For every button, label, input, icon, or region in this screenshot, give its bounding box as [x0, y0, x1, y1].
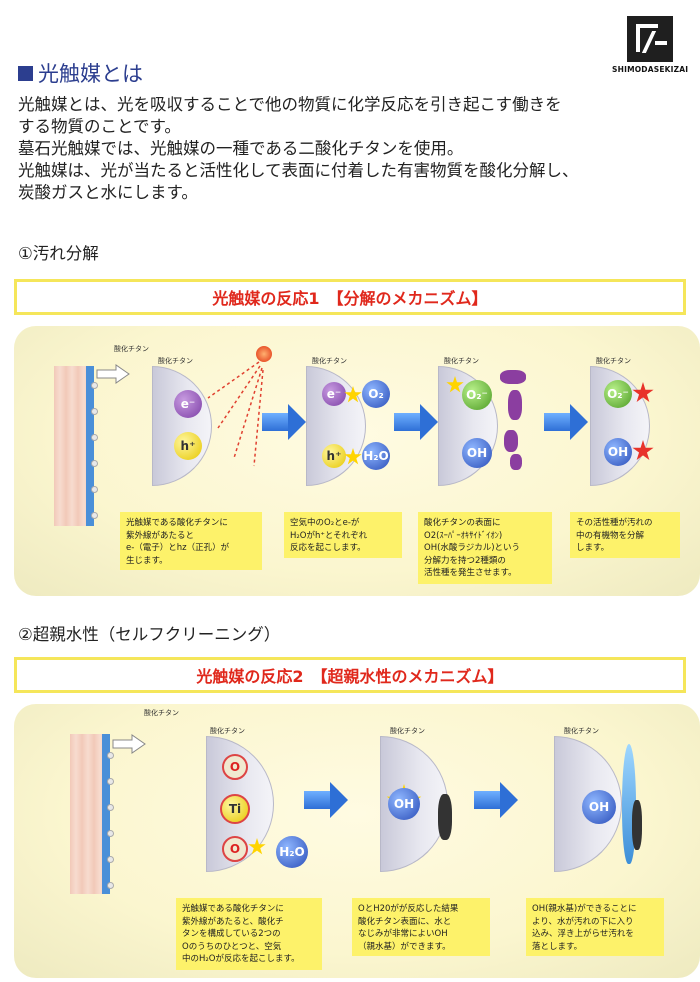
- superoxide-ball: O₂⁻: [462, 380, 492, 410]
- titanium-atom: Ti: [220, 794, 250, 824]
- section1-heading: ①汚れ分解: [18, 244, 99, 263]
- uv-rays-icon: [207, 361, 264, 467]
- section2-diagram: 酸化チタン 酸化チタン O Ti O H₂O 酸化チタン OH 酸化チタン OH…: [14, 704, 700, 978]
- oxygen-ball: O₂: [362, 380, 390, 408]
- explanation-note: 酸化チタンの表面に O2(ｽｰﾊﾟｰｵｷｻｲﾄﾞｲｵﾝ) OH(水酸ラジカル)と…: [418, 512, 552, 584]
- company-logo: SHIMODASEKIZAI: [612, 16, 692, 74]
- page-title-text: 光触媒とは: [38, 62, 143, 86]
- hydroxyl-ball: OH: [388, 788, 420, 820]
- tio2-label: 酸化チタン: [596, 357, 631, 365]
- intro-line: 光触媒は、光が当たると活性化して表面に付着した有害物質を酸化分解し、: [18, 161, 579, 180]
- outline-arrow-icon: [96, 364, 130, 384]
- hole-ball: h⁺: [322, 444, 346, 468]
- sun-icon: [256, 346, 272, 362]
- title-square-icon: [18, 65, 33, 81]
- hydroxyl-ball: OH: [604, 438, 632, 466]
- tio2-label: 酸化チタン: [144, 709, 179, 717]
- dirt-icon: [438, 794, 452, 840]
- dirt-icon: [510, 454, 522, 470]
- hydroxyl-ball: OH: [462, 438, 492, 468]
- tio2-particle: [152, 366, 212, 486]
- tio2-label: 酸化チタン: [114, 345, 149, 353]
- intro-text: 光触媒とは、光を吸収することで他の物質に化学反応を引き起こす働きを する物質のこ…: [18, 94, 694, 204]
- dirt-icon: [508, 390, 522, 420]
- electron-ball: e⁻: [322, 382, 346, 406]
- tio2-coating: [102, 734, 110, 894]
- superoxide-ball: O₂⁻: [604, 380, 632, 408]
- section2-banner: 光触媒の反応2 【超親水性のメカニズム】: [14, 657, 686, 693]
- water-ball: H₂O: [362, 442, 390, 470]
- outline-arrow-icon: [112, 734, 146, 754]
- dirt-icon: [504, 430, 518, 452]
- explanation-note: 光触媒である酸化チタンに 紫外線があたると e-（電子）とhz（正孔）が 生じま…: [120, 512, 262, 570]
- explanation-note: OとH20がが反応した結果 酸化チタン表面に、水と なじみが非常によいOH （親…: [352, 898, 490, 956]
- oxygen-atom: O: [222, 836, 248, 862]
- intro-line: 光触媒とは、光を吸収することで他の物質に化学反応を引き起こす働きを: [18, 95, 562, 114]
- intro-line: する物質のことです。: [18, 117, 181, 136]
- explanation-note: その活性種が汚れの 中の有機物を分解 します。: [570, 512, 680, 558]
- hole-ball: h⁺: [174, 432, 202, 460]
- electron-ball: e⁻: [174, 390, 202, 418]
- intro-line: 炭酸ガスと水にします。: [18, 183, 198, 202]
- dirt-icon: [632, 800, 642, 850]
- explanation-note: OH(親水基)ができることに より、水が汚れの下に入り 込み、浮き上がらせ汚れを…: [526, 898, 664, 956]
- intro-line: 墓石光触媒では、光触媒の一種である二酸化チタンを使用。: [18, 139, 464, 158]
- stone-wall: [70, 734, 102, 894]
- page-title: 光触媒とは: [18, 58, 143, 88]
- tio2-coating: [86, 366, 94, 526]
- tio2-label: 酸化チタン: [210, 727, 245, 735]
- tio2-label: 酸化チタン: [312, 357, 347, 365]
- stone-wall: [54, 366, 86, 526]
- dirt-icon: [500, 370, 526, 384]
- section2-heading: ②超親水性（セルフクリーニング）: [18, 625, 281, 644]
- tio2-label: 酸化チタン: [564, 727, 599, 735]
- tio2-label: 酸化チタン: [444, 357, 479, 365]
- hydroxyl-ball: OH: [582, 790, 616, 824]
- explanation-note: 光触媒である酸化チタンに 紫外線があたると、酸化チ タンを構成している2つの O…: [176, 898, 322, 970]
- company-logo-mark-icon: [627, 16, 673, 62]
- tio2-label: 酸化チタン: [390, 727, 425, 735]
- oxygen-atom: O: [222, 754, 248, 780]
- company-name: SHIMODASEKIZAI: [612, 65, 689, 74]
- explanation-note: 空気中のO₂とe-が H₂Oがh⁺とそれぞれ 反応を起こします。: [284, 512, 402, 558]
- tio2-label: 酸化チタン: [158, 357, 193, 365]
- water-ball: H₂O: [276, 836, 308, 868]
- section1-banner: 光触媒の反応1 【分解のメカニズム】: [14, 279, 686, 315]
- section1-diagram: 酸化チタン 酸化チタン e⁻ h⁺ 酸化チタン e⁻ O₂ h⁺ H₂O 酸化チ…: [14, 326, 700, 596]
